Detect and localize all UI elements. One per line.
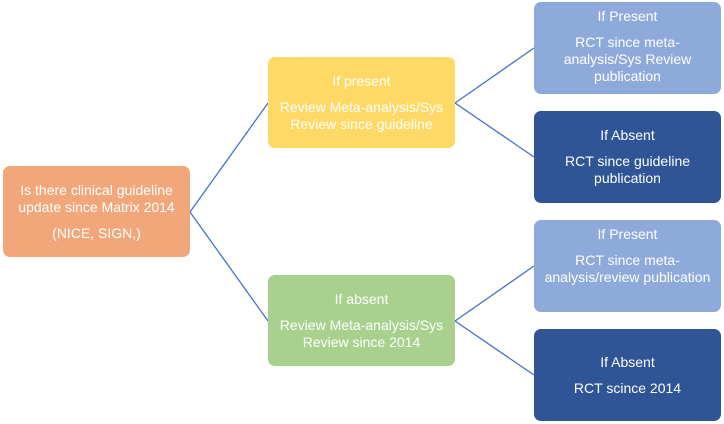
connector-root-to-absent (189, 211, 269, 322)
root-question-node: Is there clinical guideline update since… (3, 166, 190, 257)
branch-present-body: Review Meta-analysis/Sys Review since gu… (279, 98, 444, 132)
connector-absent-to-leaf-3 (454, 265, 535, 322)
leaf-node-1: If Present RCT since meta-analysis/Sys R… (534, 2, 721, 94)
branch-node-present: If present Review Meta-analysis/Sys Revi… (268, 57, 455, 148)
leaf-3-heading: If Present (597, 226, 658, 242)
branch-absent-body: Review Meta-analysis/Sys Review since 20… (279, 316, 444, 350)
branch-node-absent: If absent Review Meta-analysis/Sys Revie… (268, 275, 455, 366)
leaf-node-3: If Present RCT since meta-analysis/revie… (534, 220, 721, 312)
connector-present-to-leaf-2 (454, 102, 535, 158)
leaf-4-heading: If Absent (600, 353, 655, 370)
connector-absent-to-leaf-4 (454, 320, 535, 376)
leaf-1-heading: If Present (597, 8, 658, 24)
leaf-1-body: RCT since meta-analysis/Sys Review publi… (563, 34, 692, 84)
connector-root-to-present (189, 102, 269, 213)
leaf-2-heading: If Absent (600, 127, 655, 143)
leaf-2-body: RCT since guideline publication (564, 153, 691, 186)
branch-absent-heading: If absent (334, 290, 389, 307)
leaf-node-2: If Absent RCT since guideline publicatio… (534, 111, 721, 203)
leaf-3-body: RCT since meta-analysis/review publicati… (544, 252, 711, 285)
branch-present-heading: If present (332, 72, 391, 89)
root-question-text: Is there clinical guideline update since… (18, 181, 175, 215)
connector-present-to-leaf-1 (454, 47, 535, 104)
leaf-4-body: RCT scince 2014 (573, 379, 682, 396)
leaf-node-4: If Absent RCT scince 2014 (534, 329, 721, 421)
root-question-subtitle: (NICE, SIGN,) (52, 224, 141, 241)
